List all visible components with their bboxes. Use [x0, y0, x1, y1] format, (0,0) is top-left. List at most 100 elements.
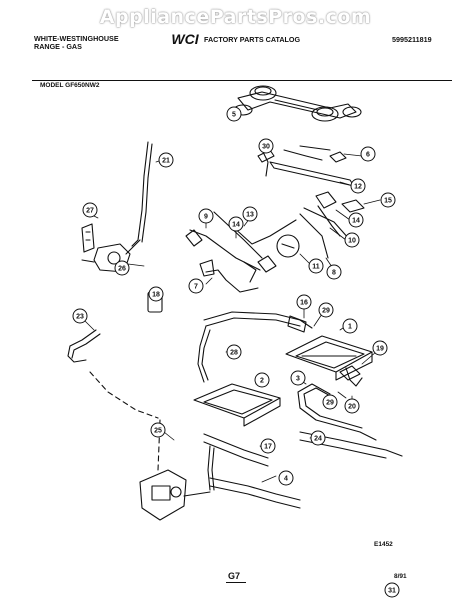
callout-label: 19: [376, 346, 384, 353]
page-number: G7: [228, 571, 241, 581]
callout-label: 31: [388, 588, 396, 595]
part-13-tube: [213, 211, 263, 259]
callout-label: 25: [154, 428, 162, 435]
part-12-rod: [283, 149, 323, 161]
part-28-bracket: [81, 223, 95, 253]
callout-circle: [254, 372, 270, 388]
callout-label: 14: [352, 218, 360, 225]
callout-29: 29: [322, 394, 338, 410]
callout-circle: [148, 286, 164, 302]
callout-circle: [114, 260, 130, 276]
figure-code: E1452: [374, 541, 393, 548]
callout-circle: [344, 232, 360, 248]
callout-7: 7: [188, 278, 204, 294]
part-8-tube: [299, 213, 329, 259]
callout-14: 14: [348, 212, 364, 228]
callout-16: 16: [296, 294, 312, 310]
callout-2: 2: [254, 372, 270, 388]
callout-label: 3: [296, 376, 300, 383]
callout-24: 24: [310, 430, 326, 446]
callout-26: 26: [114, 260, 130, 276]
callout-circle: [350, 178, 366, 194]
part-18-burner: [203, 433, 269, 459]
watermark: AppliancePartsPros.com: [99, 6, 372, 28]
part-6-clip: [329, 151, 347, 163]
callout-10: 10: [344, 232, 360, 248]
callout-circle: [226, 344, 242, 360]
callout-circle: [226, 106, 242, 122]
callout-13: 13: [242, 206, 258, 222]
part-4-rail: [209, 477, 301, 501]
callout-5: 5: [226, 106, 242, 122]
callout-label: 4: [284, 476, 288, 483]
callout-label: 7: [194, 284, 198, 291]
callout-31: 31: [384, 582, 400, 598]
callout-label: 28: [230, 350, 238, 357]
callout-circle: [348, 212, 364, 228]
callout-label: 30: [262, 144, 270, 151]
part-24-tube: [67, 329, 97, 363]
callout-circle: [278, 470, 294, 486]
part-16-orifice: [341, 199, 365, 213]
callout-circle: [72, 308, 88, 324]
callout-11: 11: [308, 258, 324, 274]
callout-label: 23: [76, 314, 84, 321]
callout-4: 4: [278, 470, 294, 486]
callout-6: 6: [360, 146, 376, 162]
callout-17: 17: [260, 438, 276, 454]
callout-label: 24: [314, 436, 322, 443]
wci-logo: WCI: [168, 31, 202, 47]
model-divider: [32, 80, 452, 81]
callout-20: 20: [344, 398, 360, 414]
callout-label: 21: [162, 158, 170, 165]
callout-label: 27: [86, 208, 94, 215]
callout-30: 30: [258, 138, 274, 154]
part-9-valve-tube: [189, 229, 261, 271]
callout-label: 13: [246, 212, 254, 219]
catalog-number: 5995211819: [392, 35, 432, 44]
callout-28: 28: [226, 344, 242, 360]
callout-27: 27: [82, 202, 98, 218]
callout-label: 29: [326, 400, 334, 407]
callout-circle: [380, 192, 396, 208]
part-11-cap: [276, 234, 300, 258]
page-underline: [226, 582, 246, 583]
callout-8: 8: [326, 264, 342, 280]
part-23-rod: [131, 141, 149, 247]
callout-label: 14: [232, 222, 240, 229]
date-code: 8/91: [394, 573, 407, 580]
callout-label: 2: [260, 378, 264, 385]
callout-circle: [326, 264, 342, 280]
part-3-tube: [297, 383, 377, 441]
callout-circle: [372, 340, 388, 356]
callout-label: 5: [232, 112, 236, 119]
callout-circle: [260, 438, 276, 454]
callout-circle: [308, 258, 324, 274]
callout-23: 23: [72, 308, 88, 324]
callout-3: 3: [290, 370, 306, 386]
callout-circle: [360, 146, 376, 162]
callout-label: 20: [348, 404, 356, 411]
brand-line-2: RANGE - GAS: [34, 42, 82, 51]
callout-1: 1: [342, 318, 358, 334]
callout-circle: [318, 302, 334, 318]
callout-21: 21: [158, 152, 174, 168]
callout-label: 9: [204, 214, 208, 221]
part-26-thermostat: [139, 469, 211, 521]
callout-label: 6: [366, 152, 370, 159]
callout-14: 14: [228, 216, 244, 232]
callout-15: 15: [380, 192, 396, 208]
catalog-title: FACTORY PARTS CATALOG: [204, 35, 301, 44]
callout-circle: [242, 206, 258, 222]
callout-18: 18: [148, 286, 164, 302]
callout-label: 8: [332, 270, 336, 277]
callout-label: 16: [300, 300, 308, 307]
callout-29: 29: [318, 302, 334, 318]
callout-circle: [198, 208, 214, 224]
wci-logo-text: WCI: [171, 31, 199, 47]
callout-circle: [158, 152, 174, 168]
callout-circle: [310, 430, 326, 446]
part-5-top-burner-assembly: [233, 85, 362, 122]
